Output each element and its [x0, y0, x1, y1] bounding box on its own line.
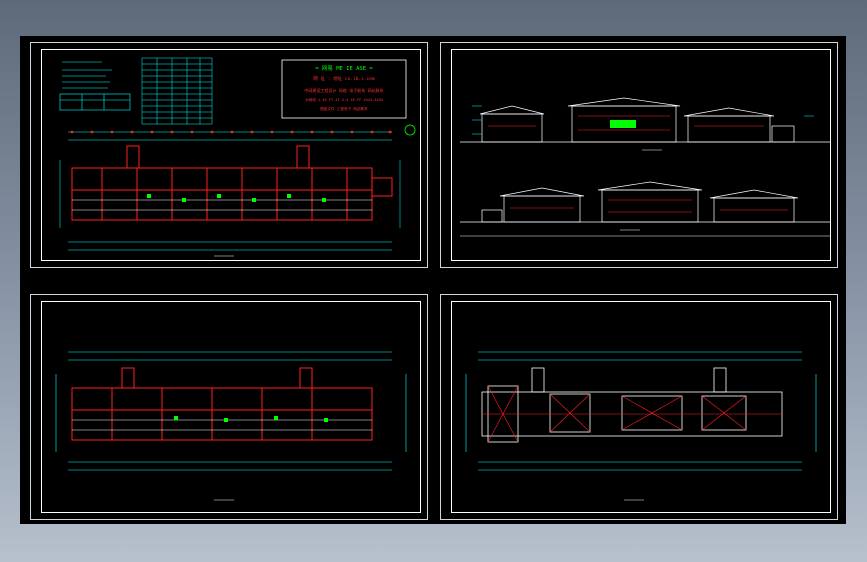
dimension-chains	[465, 351, 817, 471]
elevation-windows	[488, 115, 764, 131]
schedule-table	[141, 57, 213, 125]
sheet-frame	[41, 301, 421, 513]
elevation-drawing	[460, 97, 830, 237]
drawing-sheet-floor-plan-2[interactable]	[30, 294, 428, 520]
sheet-frame	[451, 301, 831, 513]
room-labels	[174, 416, 328, 422]
banner-line-2: 网 址 : 地址 co.ib.s.com	[313, 75, 375, 82]
elevation-highlight	[610, 120, 636, 128]
banner-line-1: = 网易 ME IE ASE =	[315, 65, 373, 72]
sheet-frame	[451, 49, 831, 261]
roof-plan-drawing	[465, 351, 817, 501]
drawing-sheet-elevations[interactable]	[440, 42, 838, 268]
cad-model-space[interactable]: = 网易 ME IE ASE = 网 址 : 地址 co.ib.s.com 中网…	[20, 36, 846, 524]
room-labels	[147, 194, 326, 202]
design-notes-table	[59, 61, 131, 111]
roof-ridge-lines	[482, 385, 782, 443]
north-arrow-icon	[404, 124, 416, 136]
plan-walls	[71, 367, 373, 441]
plan-walls	[71, 145, 393, 221]
second-floor-plan-drawing	[55, 351, 407, 501]
banner-line-4: 大网络 1-45 FT-4T 4-4 45-FF 4444-4484	[305, 97, 383, 102]
top-dimension-chain	[68, 131, 392, 251]
banner-line-3: 中网建设工程设计 网络 电子联系 网站联系	[304, 87, 383, 93]
roof-outline	[481, 367, 783, 443]
drawing-sheet-roof-plan[interactable]	[440, 294, 838, 520]
front-elevation	[460, 97, 830, 151]
side-dimensions	[59, 160, 401, 228]
elevation-level-marks	[472, 105, 814, 135]
plan-grid-lines	[72, 199, 372, 211]
axis-bubbles-top	[70, 130, 392, 134]
sheet-frame: = 网易 ME IE ASE = 网 址 : 地址 co.ib.s.com 中网…	[41, 49, 421, 261]
rear-elevation	[460, 181, 830, 237]
first-floor-plan-drawing: = 网易 ME IE ASE = 网 址 : 地址 co.ib.s.com 中网…	[59, 57, 416, 257]
dimension-chains	[55, 351, 407, 471]
rear-elevation-windows	[510, 199, 788, 213]
drawing-sheet-floor-plan-1[interactable]: = 网易 ME IE ASE = 网 址 : 地址 co.ib.s.com 中网…	[30, 42, 428, 268]
plan-grid-lines	[72, 419, 372, 431]
banner-line-5: 图纸文件 工程电子 网站联系	[320, 106, 368, 111]
title-banner: = 网易 ME IE ASE = 网 址 : 地址 co.ib.s.com 中网…	[281, 59, 407, 119]
